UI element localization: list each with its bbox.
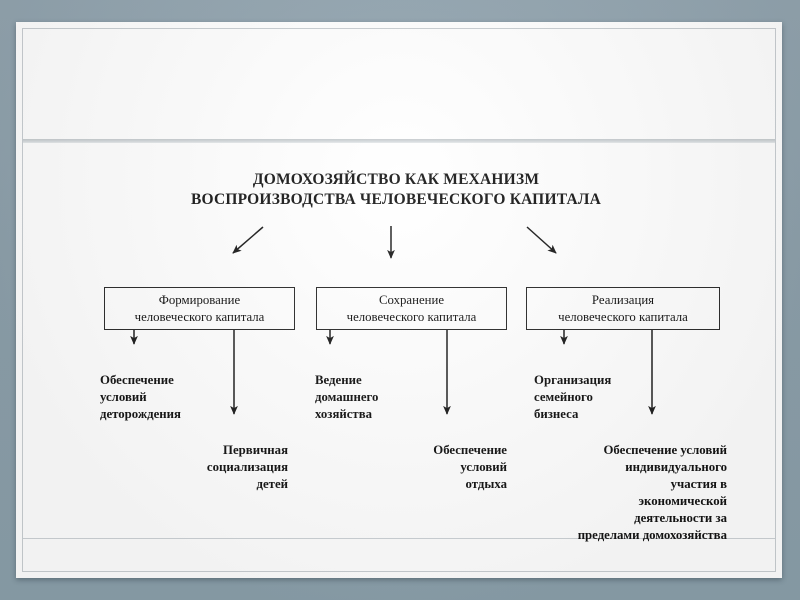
leaf-label-pervichnaya-socializaciya-detey: Первичная социализация детей [206,443,288,492]
leaf-label-vedenie-domashnego-hozyaystva: Ведение домашнего хозяйства [315,373,379,422]
leaf-label-obespechenie-usloviy-individualnogo-uchastiya: Обеспечение условий индивидуального учас… [577,443,727,543]
node-box-realizaciya[interactable]: Реализация человеческого капитала [526,287,720,330]
leaf-label-organizaciya-semeynogo-biznesa: Организация семейного бизнеса [534,373,612,422]
node-box-sohranenie[interactable]: Сохранение человеческого капитала [316,287,507,330]
page-title: ДОМОХОЗЯЙСТВО КАК МЕХАНИЗМ ВОСПРОИЗВОДСТ… [190,171,602,209]
footer-rule [23,538,775,539]
connector-title-to-box-2 [526,226,557,254]
leaf-label-obespechenie-usloviy-detorozhdeniya: Обеспечение условий деторождения [100,373,181,422]
slide-sheet: ДОМОХОЗЯЙСТВО КАК МЕХАНИЗМ ВОСПРОИЗВОДСТ… [16,22,782,578]
title-separator-band [23,139,775,143]
node-box-formirovanie[interactable]: Формирование человеческого капитала [104,287,295,330]
leaf-label-obespechenie-usloviy-otdyha: Обеспечение условий отдыха [433,443,507,492]
connector-title-to-box-0 [232,226,264,254]
hierarchy-diagram: ДОМОХОЗЯЙСТВО КАК МЕХАНИЗМ ВОСПРОИЗВОДСТ… [16,22,782,578]
